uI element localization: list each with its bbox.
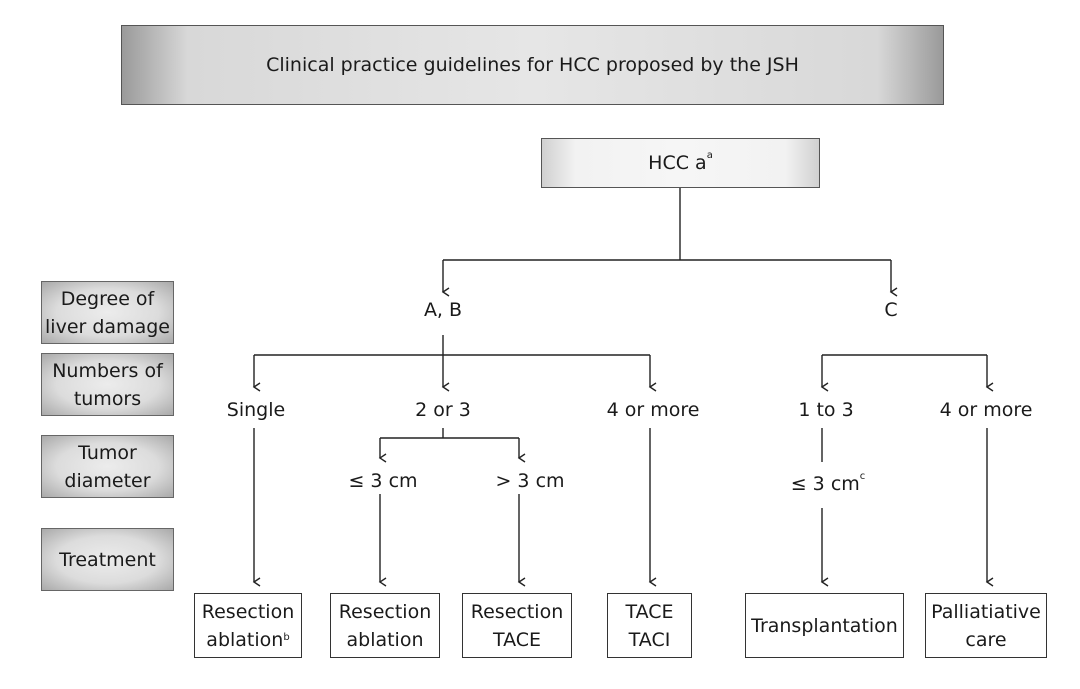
treatment-box-6: Palliatiative care bbox=[925, 593, 1047, 658]
treatment-4-line2: TACI bbox=[628, 628, 671, 651]
row-label-numbers: Numbers of tumors bbox=[41, 353, 174, 416]
treatment-4-line1: TACE bbox=[625, 600, 674, 623]
treatment-3-line2: TACE bbox=[492, 628, 542, 651]
treatment-box-5: Transplantation bbox=[745, 593, 904, 658]
count-2-or-3: 2 or 3 bbox=[413, 399, 473, 421]
diameter-le3-c-text: ≤ 3 cm bbox=[790, 473, 860, 495]
row-label-treatment: Treatment bbox=[41, 528, 174, 591]
treatment-1-line1: Resection bbox=[201, 600, 295, 623]
hcc-root-box: HCC aa bbox=[541, 138, 820, 188]
treatment-1-sup: b bbox=[283, 631, 290, 643]
row-label-degree-line1: Degree of bbox=[60, 287, 155, 310]
diameter-gt3: > 3 cm bbox=[493, 470, 567, 492]
treatment-box-2: Resection ablation bbox=[330, 593, 440, 658]
diameter-le3-c: ≤ 3 cmc bbox=[788, 471, 868, 495]
grade-c: C bbox=[882, 299, 900, 321]
count-4-or-more-c: 4 or more bbox=[937, 399, 1035, 421]
hcc-root-sup: a bbox=[706, 150, 713, 161]
row-label-diameter-line2: diameter bbox=[64, 469, 151, 492]
treatment-box-3: Resection TACE bbox=[462, 593, 572, 658]
row-label-degree-line2: liver damage bbox=[45, 315, 170, 338]
row-label-numbers-line1: Numbers of bbox=[52, 359, 163, 382]
row-label-diameter: Tumor diameter bbox=[41, 435, 174, 498]
row-label-diameter-line1: Tumor bbox=[78, 441, 137, 464]
treatment-1-line2: ablationb bbox=[206, 628, 290, 651]
title-banner: Clinical practice guidelines for HCC pro… bbox=[121, 25, 944, 105]
hcc-root-label: HCC aa bbox=[648, 150, 713, 174]
treatment-2-line2: ablation bbox=[346, 628, 424, 651]
treatment-2-line1: Resection bbox=[338, 600, 432, 623]
treatment-3-line1: Resection bbox=[470, 600, 564, 623]
row-label-numbers-line2: tumors bbox=[73, 387, 142, 410]
title-text: Clinical practice guidelines for HCC pro… bbox=[266, 54, 799, 76]
diameter-le3-c-sup: c bbox=[859, 471, 866, 482]
treatment-box-4: TACE TACI bbox=[607, 593, 692, 658]
treatment-6-line1: Palliatiative bbox=[931, 600, 1041, 623]
count-4-or-more-ab: 4 or more bbox=[604, 399, 702, 421]
treatment-5-line1: Transplantation bbox=[751, 614, 898, 637]
count-single: Single bbox=[224, 399, 288, 421]
row-label-treatment-text: Treatment bbox=[59, 548, 156, 571]
count-1-to-3: 1 to 3 bbox=[796, 399, 856, 421]
row-label-degree: Degree of liver damage bbox=[41, 281, 174, 344]
treatment-box-1: Resection ablationb bbox=[194, 593, 302, 658]
diameter-le3: ≤ 3 cm bbox=[346, 470, 420, 492]
treatment-6-line2: care bbox=[965, 628, 1007, 651]
grade-ab: A, B bbox=[421, 299, 465, 321]
